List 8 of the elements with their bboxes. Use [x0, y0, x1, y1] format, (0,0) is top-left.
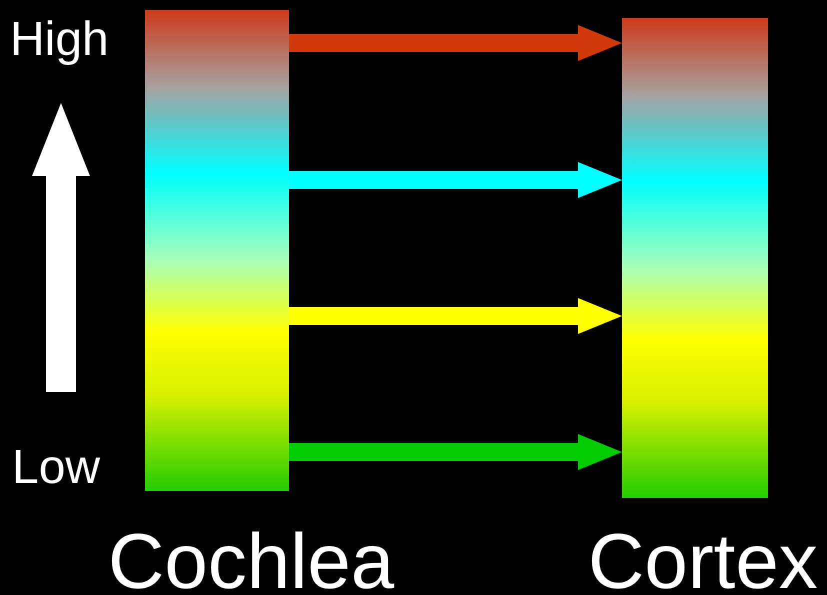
arrow — [289, 162, 622, 198]
arrow — [289, 434, 622, 470]
bar-title: Cortex — [588, 522, 818, 595]
scale-label: High — [10, 16, 109, 64]
arrow — [289, 298, 622, 334]
arrow — [289, 25, 622, 61]
bar-title: Cochlea — [108, 522, 394, 595]
scale-label: Low — [12, 444, 100, 492]
